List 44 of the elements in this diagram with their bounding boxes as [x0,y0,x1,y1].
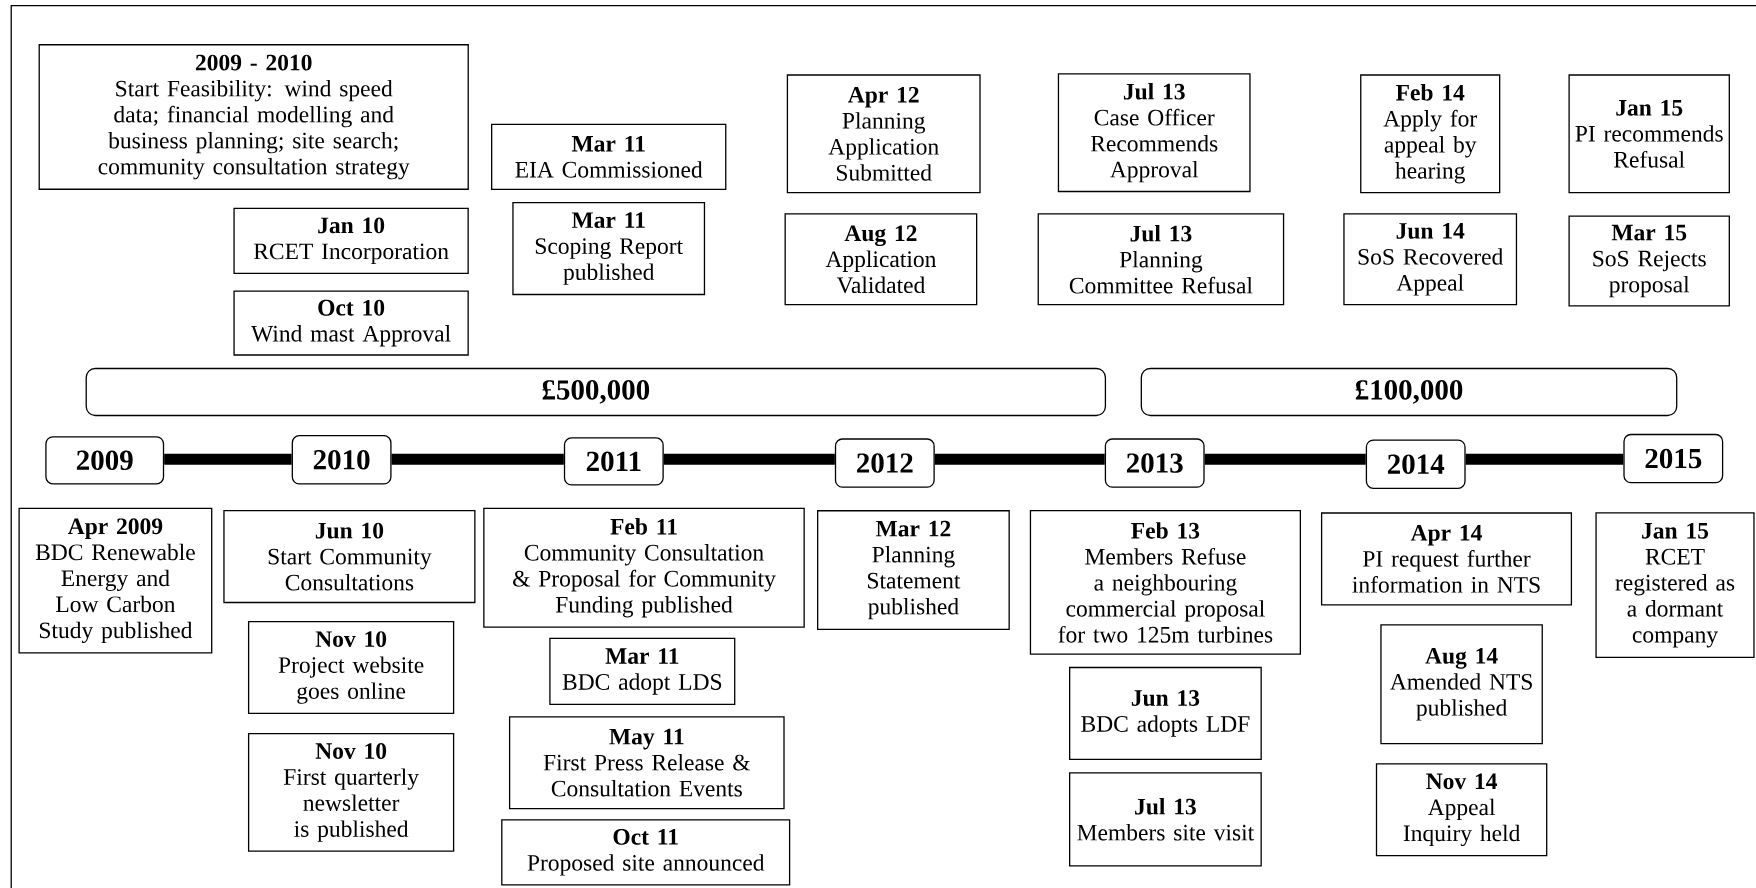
event-box: Apr 2009 BDC Renewable Energy and Low Carbon Study published [18,507,213,654]
timeline-bar [164,453,292,465]
event-box: Nov 10 Project website goes online [247,620,455,715]
event-box: Jun 14 SoS Recovered Appeal [1343,213,1518,306]
year-box: 2015 [1623,433,1724,484]
event-box: Mar 11 BDC adopt LDS [549,637,736,706]
event-box: Jun 13 BDC adopts LDF [1069,666,1262,760]
event-box: Mar 11 EIA Commissioned [491,123,727,190]
year-box: 2009 [45,436,165,485]
event-box: Mar 15 SoS Rejects proposal [1568,215,1730,307]
event-box: Jan 15 RCET registered as a dormant company [1595,512,1755,659]
event-box: Apr 12 Planning Application Submitted [786,74,981,194]
event-box: Jan 15 PI recommends Refusal [1568,74,1730,194]
funding-band: £500,000 [85,367,1107,417]
event-box: Apr 14 PI request further information in NTS [1320,512,1573,606]
timeline-bar [663,453,835,465]
year-box: 2012 [834,438,935,488]
timeline-bar [1465,453,1624,465]
event-box: Feb 14 Apply for appeal by hearing [1360,74,1501,194]
event-box: Jun 10 Start Community Consultations [223,510,476,604]
event-box: Mar 11 Scoping Report published [512,202,706,296]
timeline-bar [391,453,564,465]
event-box: Aug 12 Application Validated [784,213,978,306]
event-box: Aug 14 Amended NTS published [1380,624,1543,745]
year-box: 2014 [1365,439,1466,489]
timeline-bar [1204,453,1366,465]
event-box: Jul 13 Members site visit [1069,772,1262,867]
event-box: Nov 10 First quarterly newsletter is published [247,732,455,852]
funding-band: £100,000 [1140,367,1678,417]
year-box: 2013 [1104,438,1205,488]
event-box: Jul 13 Planning Committee Refusal [1037,213,1285,306]
event-box: Mar 12 Planning Statement published [817,510,1010,631]
event-box: 2009 - 2010 Start Feasibility: wind speed data; financial modelling and business planning; site search; community consultation strategy [38,44,469,190]
event-box: Nov 14 Appeal Inquiry held [1375,763,1548,857]
event-box: Jan 10 RCET Incorporation [233,207,469,274]
year-box: 2011 [563,437,664,486]
event-box: Oct 10 Wind mast Approval [233,290,469,356]
event-box: Feb 11 Community Consultation & Proposal for Community Funding published [483,507,805,628]
timeline-bar [934,453,1105,465]
year-box: 2010 [291,435,392,485]
event-box: Jul 13 Case Officer Recommends Approval [1057,73,1251,193]
event-box: Feb 13 Members Refuse a neighbouring commercial proposal for two 125m turbines [1029,510,1301,655]
event-box: May 11 First Press Release & Consultation Events [508,716,785,810]
event-box: Oct 11 Proposed site announced [501,819,791,886]
